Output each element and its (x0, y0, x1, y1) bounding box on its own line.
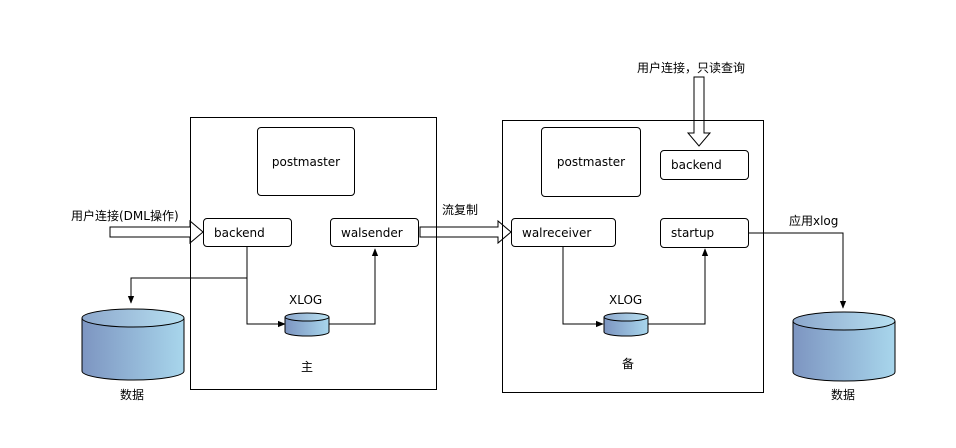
startup-box: startup (660, 218, 749, 248)
walsender-box: walsender (330, 218, 419, 247)
primary-postmaster-box: postmaster (257, 127, 355, 196)
apply-xlog-label: 应用xlog (789, 214, 839, 228)
primary-postmaster-label: postmaster (271, 154, 341, 169)
primary-backend-box: backend (203, 218, 292, 247)
left-database-cylinder (81, 308, 185, 381)
standby-postmaster-label: postmaster (556, 155, 626, 169)
xlog-to-startup-connector (648, 248, 709, 325)
standby-xlog-label: XLOG (609, 293, 643, 307)
walreceiver-label: walreceiver (522, 225, 592, 240)
walreceiver-box: walreceiver (511, 218, 616, 247)
startup-label: startup (671, 226, 715, 240)
primary-server-container (190, 117, 437, 390)
standby-server-container (502, 120, 764, 393)
user-dml-label: 用户连接(DML操作) (71, 209, 179, 223)
walsender-label: walsender (341, 225, 403, 240)
primary-xlog-label: XLOG (289, 293, 323, 307)
left-database-label: 数据 (120, 388, 145, 402)
standby-postmaster-box: postmaster (541, 127, 641, 197)
xlog-to-walsender-connector (329, 248, 379, 325)
primary-backend-label: backend (214, 225, 265, 240)
stream-replication-label: 流复制 (442, 203, 479, 217)
startup-to-db-connector (748, 232, 847, 309)
primary-xlog-cylinder (284, 312, 330, 337)
standby-backend-label: backend (671, 158, 722, 172)
standby-xlog-cylinder (603, 312, 649, 337)
stream-replication-arrow (419, 219, 512, 245)
user-readonly-arrow (686, 76, 712, 147)
user-readonly-label: 用户连接，只读查询 (637, 61, 746, 75)
walreceiver-to-xlog-connector (562, 247, 604, 328)
right-database-label: 数据 (831, 388, 856, 402)
backend-to-xlog-connector (246, 247, 286, 328)
primary-caption: 主 (301, 360, 314, 374)
right-database-cylinder (792, 311, 896, 382)
standby-caption: 备 (622, 357, 635, 371)
standby-backend-box: backend (660, 150, 749, 180)
